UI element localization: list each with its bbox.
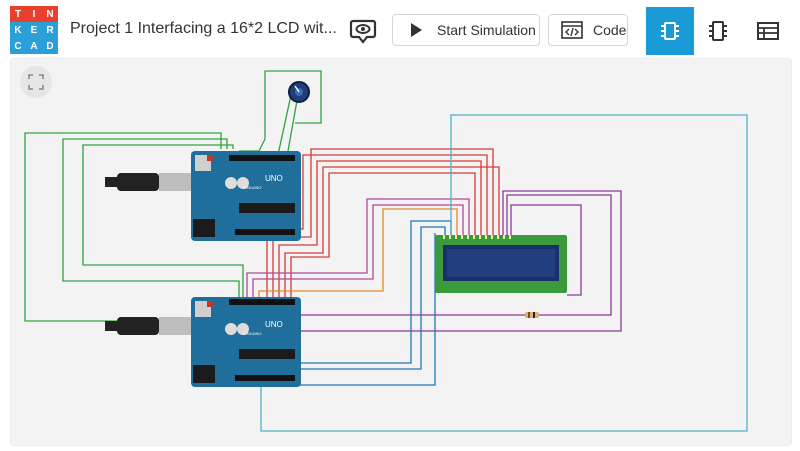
tab-bom-view[interactable] (744, 7, 792, 55)
logo-letter: N (42, 6, 58, 22)
arduino-top-label: UNO (265, 174, 283, 183)
start-simulation-label: Start Simulation (437, 22, 536, 38)
svg-text:ARDUINO: ARDUINO (243, 331, 261, 336)
tab-components-view[interactable] (646, 7, 694, 55)
lcd-16x2[interactable] (435, 235, 567, 293)
resistor[interactable] (525, 312, 539, 318)
play-icon (411, 23, 422, 37)
arduino-board-bottom[interactable]: UNO ARDUINO (191, 297, 301, 387)
start-simulation-button[interactable]: Start Simulation (392, 14, 540, 46)
circuit-drawing: UNO ARDUINO UNO ARDUINO (24, 70, 748, 432)
logo-letter: E (26, 22, 42, 38)
project-title[interactable]: Project 1 Interfacing a 16*2 LCD wit... (70, 20, 337, 37)
logo-letter: I (26, 6, 42, 22)
logo-letter: C (10, 38, 26, 54)
code-button[interactable]: Code (548, 14, 628, 46)
ic-outline-icon (709, 21, 727, 41)
fit-view-button[interactable] (20, 66, 52, 98)
chat-button[interactable] (348, 14, 382, 46)
code-icon (561, 21, 583, 39)
arduino-bottom-label: UNO (265, 320, 283, 329)
logo-letter: T (10, 6, 26, 22)
code-label: Code (593, 22, 627, 38)
fit-view-icon (28, 74, 44, 90)
circuit-canvas[interactable]: UNO ARDUINO UNO ARDUINO (10, 58, 792, 446)
usb-cable-top (105, 173, 193, 191)
logo-letter: R (42, 22, 58, 38)
svg-text:ARDUINO: ARDUINO (243, 185, 261, 190)
usb-cable-bottom (105, 317, 193, 335)
speech-bubble-eye-icon (349, 19, 377, 44)
table-icon (757, 22, 779, 40)
logo-letter: A (26, 38, 42, 54)
potentiometer[interactable] (288, 81, 310, 103)
tab-schematic-view[interactable] (694, 7, 742, 55)
logo-letter: D (42, 38, 58, 54)
arduino-board-top[interactable]: UNO ARDUINO (191, 151, 301, 241)
logo-letter: K (10, 22, 26, 38)
chip-icon (661, 22, 679, 40)
